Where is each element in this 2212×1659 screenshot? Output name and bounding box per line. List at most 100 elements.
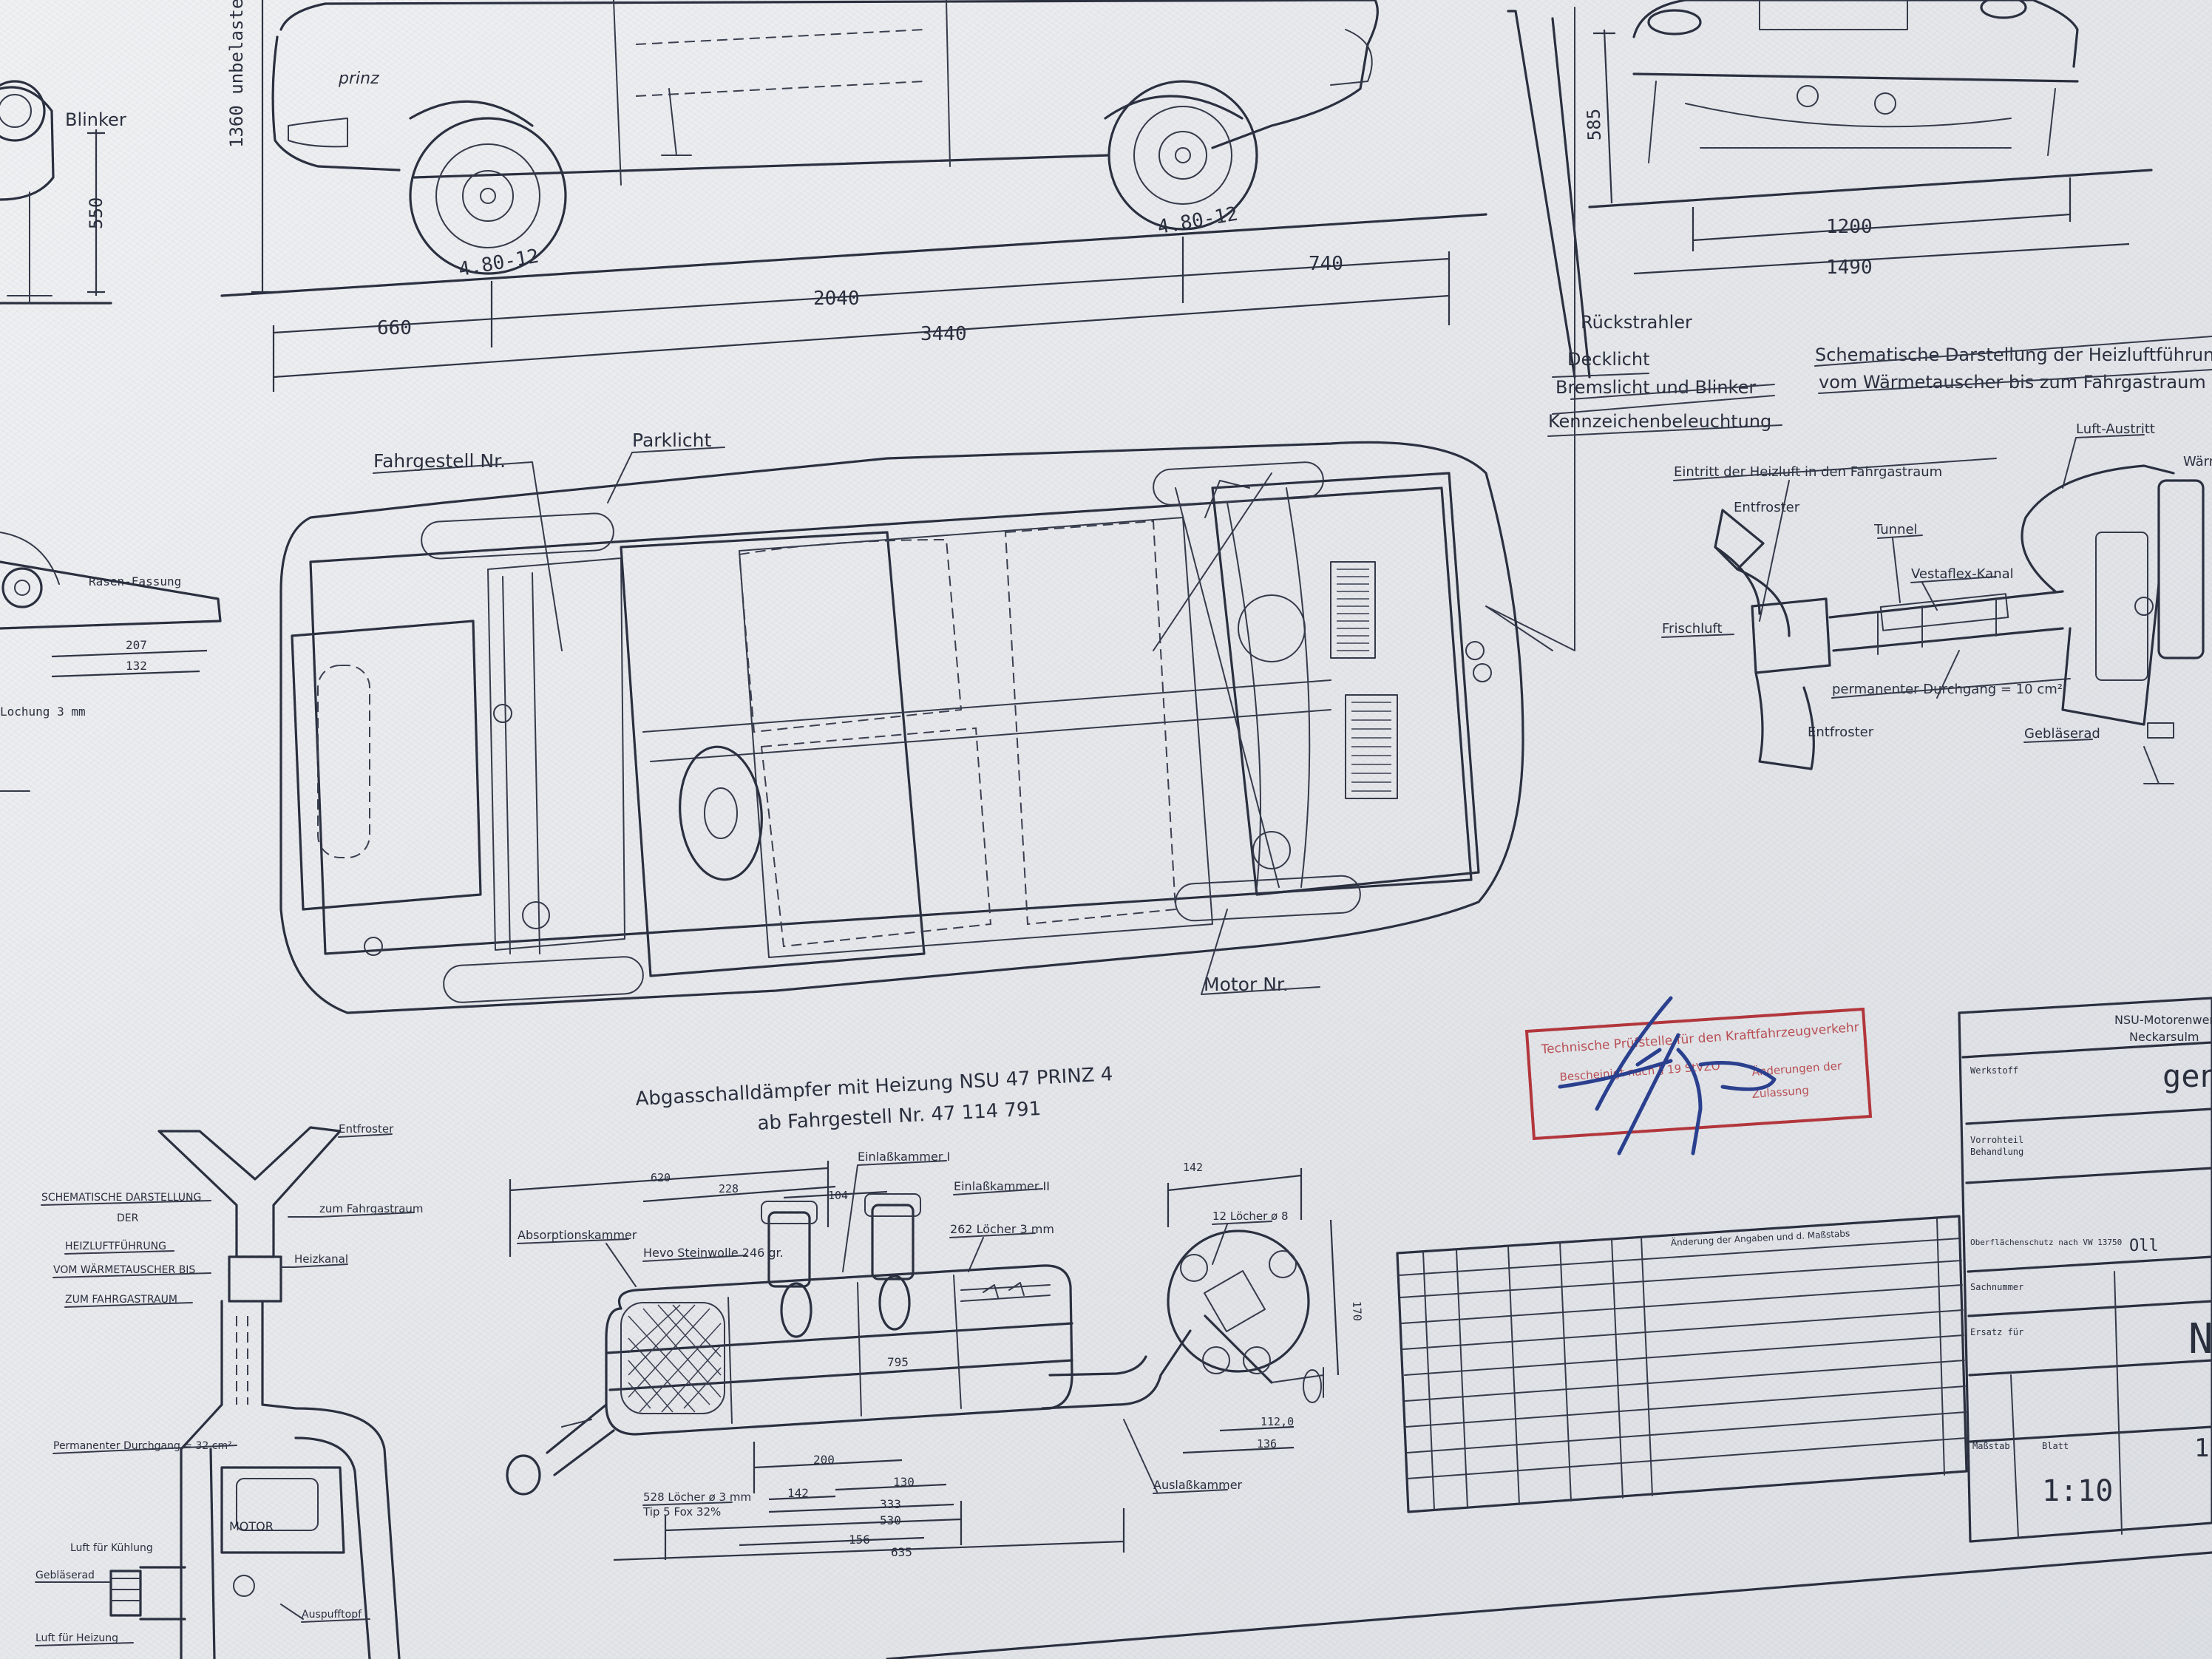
left-detail: Rasen-Fassung 207 132 Lochung 3 mm (0, 532, 222, 792)
muffler-title-1: Abgasschalldämpfer mit Heizung NSU 47 PR… (635, 1063, 1113, 1110)
holes-262-label: 262 Löcher 3 mm (950, 1222, 1054, 1236)
rockwool-crosshatch (628, 1304, 722, 1413)
scale-value: 1:10 (2042, 1474, 2113, 1508)
muffler-drawing: Abgasschalldämpfer mit Heizung NSU 47 PR… (506, 1063, 1364, 1561)
permanent-left-label: Permanenter Durchgang = 32 cm² (53, 1440, 232, 1452)
zum-fahrgastraum-label: zum Fahrgastraum (319, 1202, 424, 1215)
rasen-fassung-label: Rasen-Fassung (89, 574, 181, 588)
company-city: Neckarsulm (2129, 1030, 2199, 1044)
outlet-label: Auslaßkammer (1153, 1478, 1243, 1492)
warm-label: Wärm (2183, 454, 2212, 469)
top-view: Fahrgestell Nr. Parklicht (279, 430, 1524, 1014)
title-block: NSU-Motorenwerke Neckarsulm Werkstoff ge… (1958, 997, 2212, 1543)
sheet-border-bottom (886, 1551, 2212, 1659)
front-overhang-dim: 660 (377, 317, 412, 339)
blinker-label: Blinker (65, 109, 126, 130)
geblaeserad-left-label: Gebläserad (35, 1570, 95, 1581)
dim-228: 228 (719, 1182, 739, 1195)
value-oberflaeche: Oll (2129, 1237, 2159, 1255)
dim-142: 142 (787, 1486, 809, 1500)
absorption-label: Absorptionskammer (518, 1228, 637, 1242)
dim-333: 333 (880, 1497, 901, 1511)
revision-header: Änderung der Angaben und d. Maßstabs (1670, 1227, 1850, 1248)
defroster-bottom-label: Entfroster (1808, 725, 1874, 740)
dim-620: 620 (651, 1171, 671, 1184)
dim-112: 112,0 (1261, 1415, 1294, 1428)
entfroster-left-label: Entfroster (339, 1122, 394, 1136)
signature (1558, 996, 1777, 1156)
brake-blinker-label: Bremslicht und Blinker (1555, 377, 1756, 398)
stamp-line-1: Technische Prüfstelle für den Kraftfahrz… (1540, 1020, 1859, 1057)
dim-132: 132 (126, 659, 147, 673)
left-title-2: DER (117, 1212, 139, 1224)
field-masstab: Maßstab (1972, 1441, 2010, 1451)
overall-length-dim: 3440 (920, 323, 967, 345)
holes-528-label: 528 Löcher ø 3 mm (643, 1490, 751, 1504)
dim-170: 170 (1350, 1301, 1364, 1322)
field-oberflaeche: Oberflächenschutz nach VW 13750 (1970, 1238, 2122, 1247)
dim-136: 136 (1257, 1437, 1277, 1451)
hevo-label: Hevo Steinwolle 246 gr. (643, 1246, 784, 1260)
rear-wheel (409, 117, 567, 275)
tunnel-label: Tunnel (1873, 522, 1918, 537)
field-ersatz: Ersatz für (1970, 1327, 2023, 1337)
lochung-label: Lochung 3 mm (0, 705, 86, 719)
wheelbase-dim: 2040 (813, 288, 860, 310)
rear-width-dim: 1490 (1826, 257, 1873, 279)
blinker-height-dim: 550 (86, 197, 106, 229)
left-title-1: SCHEMATISCHE DARSTELLUNG (41, 1192, 201, 1204)
revision-table: Änderung der Angaben und d. Maßstabs (1396, 1215, 1968, 1513)
tip-label: Tip 5 Fox 32% (642, 1505, 721, 1519)
radiator-fins-bottom (1351, 702, 1391, 792)
left-title-4: VOM WÄRMETAUSCHER BIS (53, 1263, 195, 1276)
prinz-script: prinz (338, 69, 379, 88)
defroster-top-label: Entfroster (1734, 500, 1800, 515)
rear-view: 585 1200 1490 Rückstrahler Decklicht Bre… (1485, 0, 2153, 651)
dim-795: 795 (887, 1355, 909, 1369)
reflector-label: Rückstrahler (1581, 312, 1692, 333)
cover-light-label: Decklicht (1567, 349, 1650, 370)
rear-track-dim: 1200 (1826, 216, 1873, 238)
heizkanal-label: Heizkanal (294, 1252, 348, 1266)
fresh-air-label: Frischluft (1662, 621, 1723, 637)
dim-207: 207 (126, 638, 147, 652)
plate-light-label: Kennzeichenbeleuchtung (1548, 411, 1771, 432)
heating-schematic-right: Schematische Darstellung der Heizluftfüh… (1661, 336, 2212, 784)
luft-heizung-label: Luft für Heizung (35, 1632, 118, 1644)
auspufftopf-label: Auspufftopf (302, 1609, 362, 1621)
field-werkstoff: Werkstoff (1970, 1065, 2018, 1076)
side-view: Blinker 550 1360 unbelastet prinz 4.80-1… (0, 0, 1487, 392)
field-blatt: Blatt (2042, 1441, 2069, 1451)
drawing-name-partial: gen (2162, 1058, 2212, 1094)
drawing-number-partial: N (2188, 1315, 2212, 1363)
front-wheel (1107, 80, 1258, 231)
blower-label: Gebläserad (2024, 726, 2100, 742)
air-outlet-label: Luft-Austritt (2076, 421, 2155, 437)
parking-light-label: Parklicht (632, 430, 712, 451)
stamp-line-3: Änderungen der (1751, 1058, 1843, 1078)
stamp-line-4: Zulassung (1751, 1084, 1809, 1101)
field-vorrohteil: Vorrohteil (1970, 1135, 2023, 1145)
luft-kuehlung-label: Luft für Kühlung (70, 1542, 153, 1554)
holes-12-label: 12 Löcher ø 8 (1212, 1210, 1289, 1223)
dim-200: 200 (813, 1453, 835, 1467)
dim-156: 156 (849, 1533, 870, 1547)
rear-height-dim: 585 (1584, 108, 1605, 140)
muffler-title-2: ab Fahrgestell Nr. 47 114 791 (757, 1098, 1042, 1135)
sheet-number: 1 (2194, 1434, 2209, 1463)
radiator-fins-top (1337, 569, 1369, 651)
overall-height-dim: 1360 unbelastet (226, 0, 247, 148)
field-sachnr: Sachnummer (1970, 1282, 2023, 1292)
company-name: NSU-Motorenwerke (2114, 1013, 2212, 1027)
dim-104: 104 (828, 1189, 848, 1202)
rear-overhang-dim: 740 (1309, 253, 1343, 275)
inlet1-label: Einlaßkammer I (858, 1150, 950, 1164)
dim-142-right: 142 (1183, 1161, 1203, 1174)
field-behandlung: Behandlung (1970, 1147, 2023, 1157)
dim-530: 530 (880, 1513, 901, 1527)
heating-schematic-left: Entfroster zum Fahrgastraum Heizkanal SC… (35, 1122, 424, 1659)
dim-130: 130 (893, 1475, 915, 1489)
motor-label: MOTOR (229, 1519, 274, 1533)
